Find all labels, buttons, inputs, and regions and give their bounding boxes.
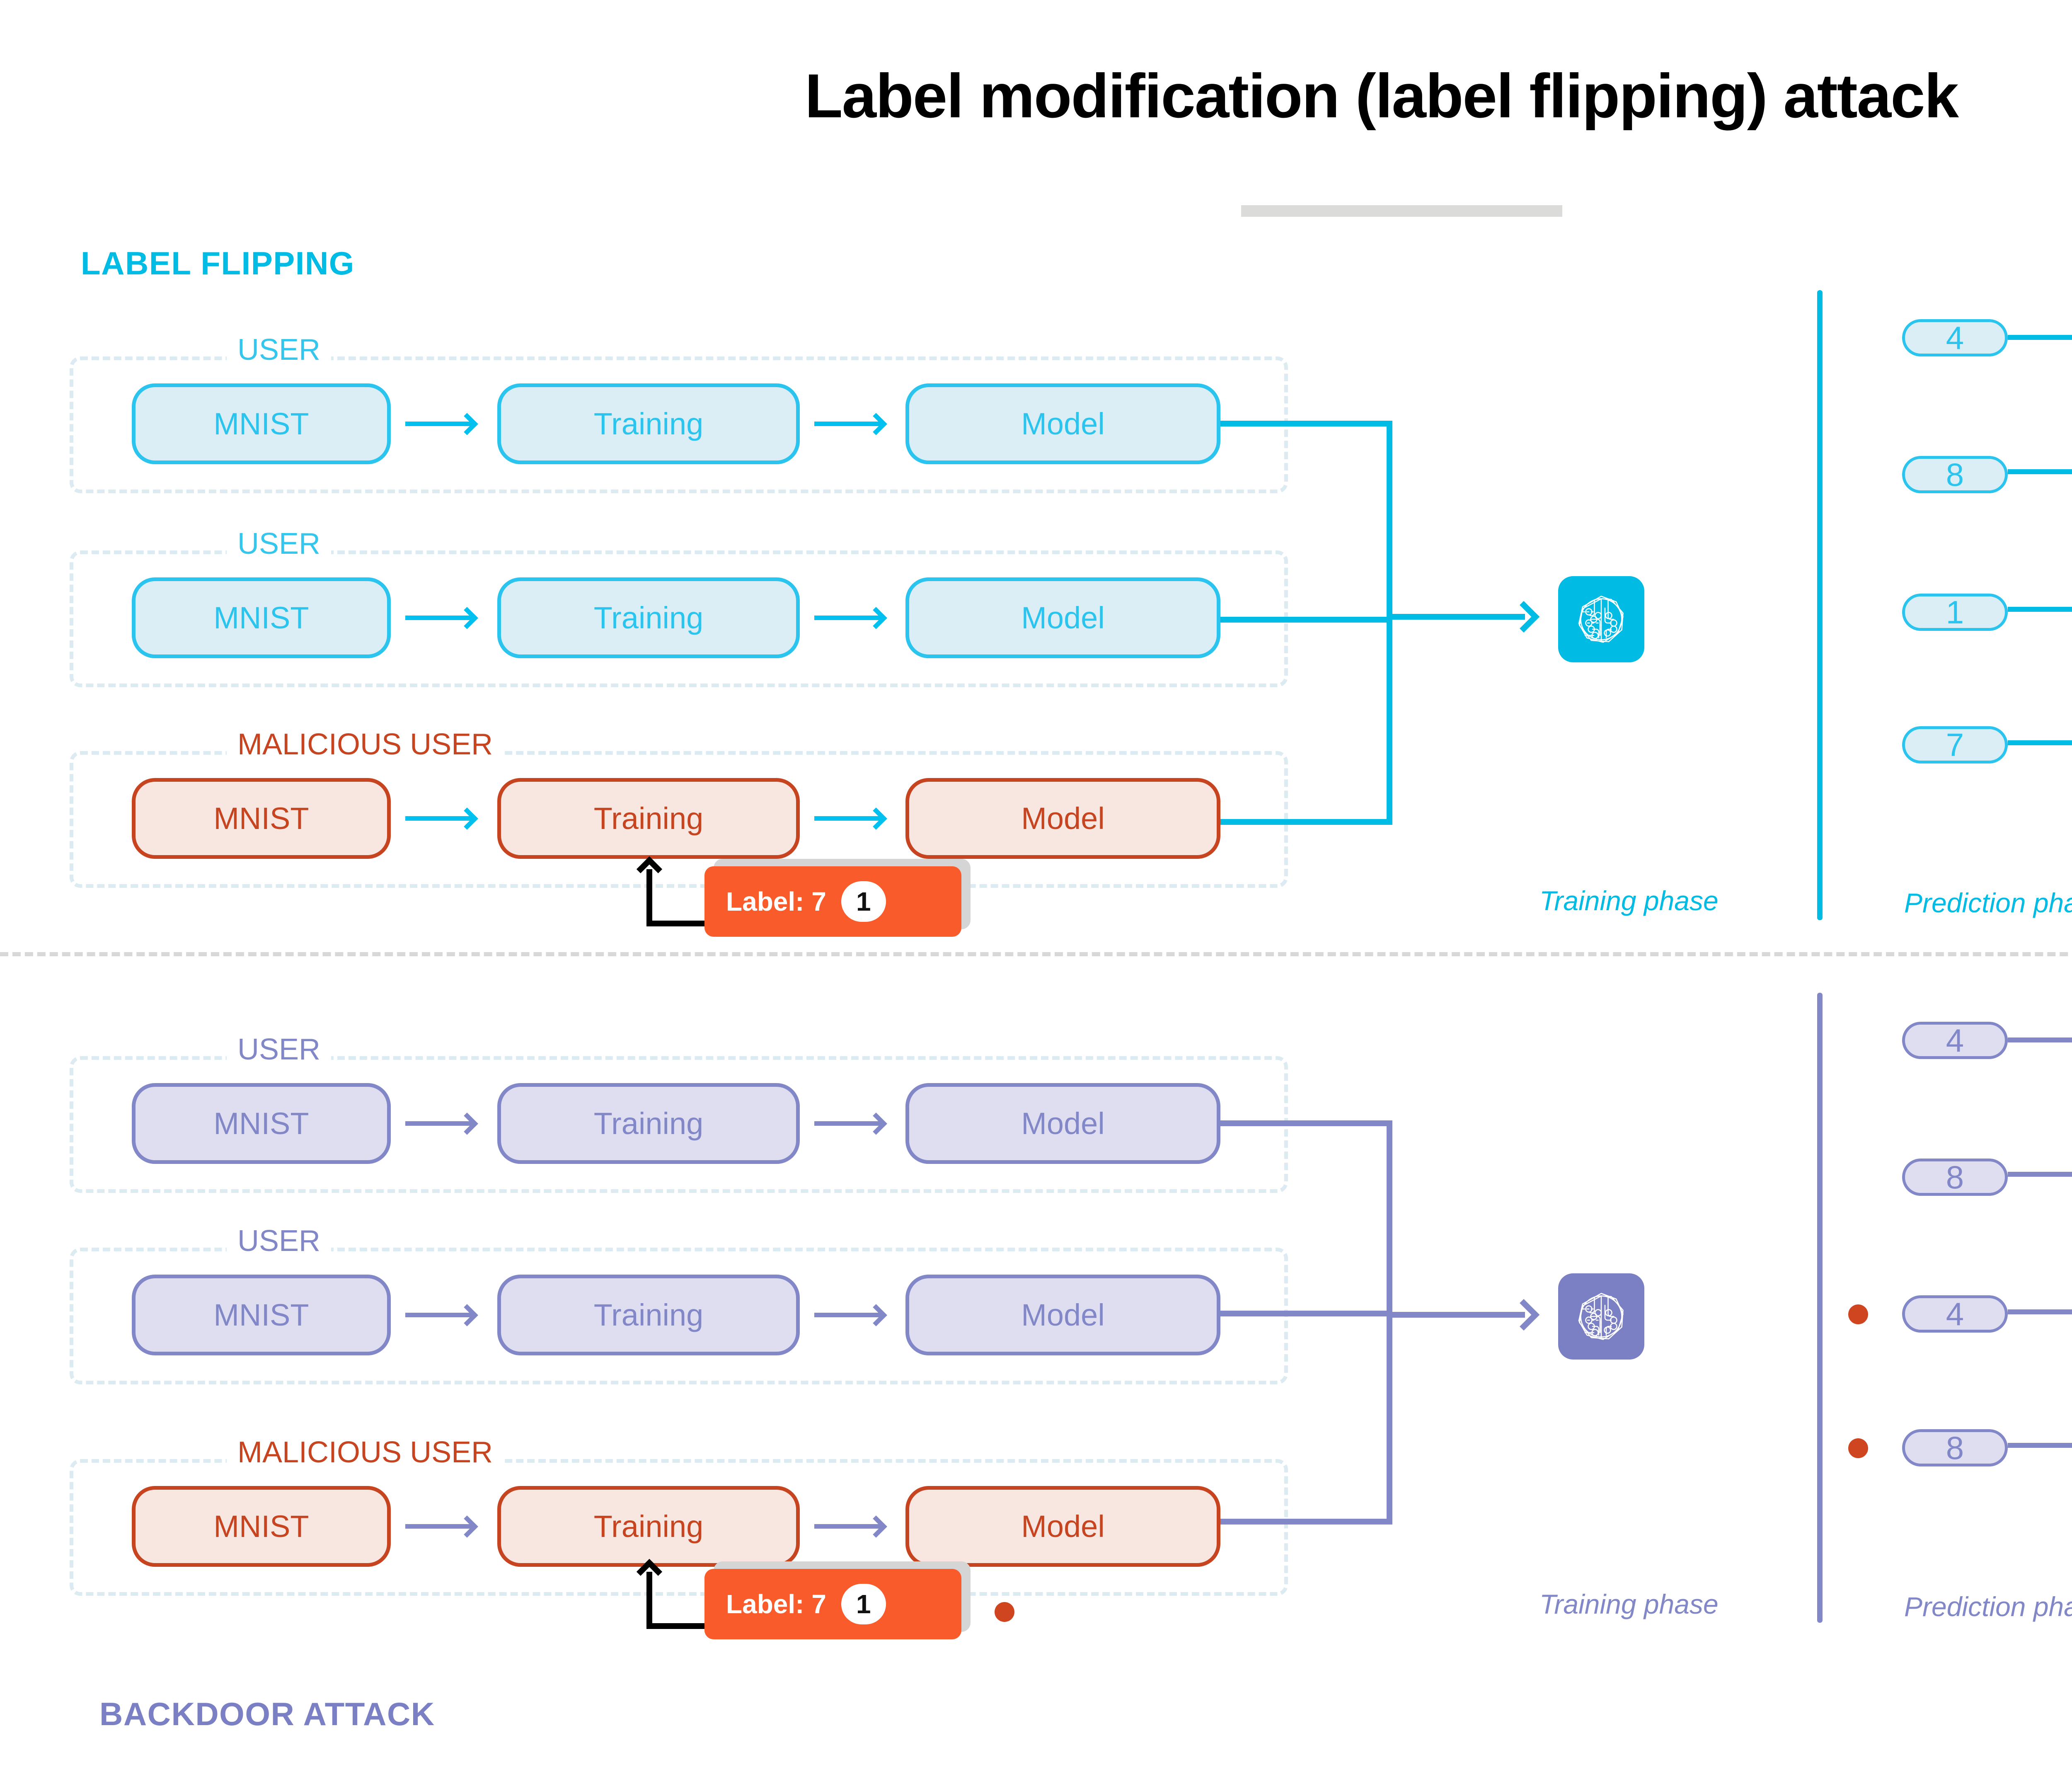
arrow-right-icon — [814, 1302, 893, 1328]
badge-label-text: Label: 7 — [726, 887, 826, 916]
pipeline-step-mnist[interactable]: MNIST — [132, 1486, 391, 1567]
arrow-right-icon — [814, 1513, 893, 1539]
pipeline-step-training[interactable]: Training — [497, 1083, 800, 1164]
training-phase-caption: Training phase — [1539, 885, 1719, 916]
pipeline-step-mnist[interactable]: MNIST — [132, 778, 391, 859]
backdoor-trigger-dot — [995, 1602, 1014, 1622]
pipeline-step-model[interactable]: Model — [905, 1083, 1220, 1164]
arrow-to-model-icon — [1388, 1299, 1546, 1331]
pipeline-step-model[interactable]: Model — [905, 577, 1220, 658]
malicious-user-group-box: MALICIOUS USER — [70, 1437, 1288, 1596]
user-group-box: USER — [70, 1225, 1288, 1384]
arrow-right-icon — [405, 1110, 484, 1137]
input-digit-pill[interactable]: 4 — [1902, 1022, 2008, 1059]
pipeline-step-model[interactable]: Model — [905, 1275, 1220, 1355]
input-digit-pill[interactable]: 4 — [1902, 1295, 2008, 1333]
pipeline-step-training[interactable]: Training — [497, 577, 800, 658]
input-digit-pill[interactable]: 8 — [1902, 456, 2008, 493]
backdoor-trigger-dot — [1848, 1304, 1868, 1324]
input-aggregation-bracket — [2008, 335, 2072, 745]
arrow-right-icon — [814, 1110, 893, 1137]
ai-brain-icon — [1558, 576, 1644, 662]
label-injection-arrow-icon — [636, 1559, 725, 1629]
arrow-right-icon — [405, 410, 484, 437]
malicious-user-group-box: MALICIOUS USER — [70, 729, 1288, 888]
arrow-right-icon — [405, 1302, 484, 1328]
group-label: MALICIOUS USER — [227, 1437, 504, 1469]
input-aggregation-bracket — [2008, 1037, 2072, 1448]
badge-count-chip: 1 — [841, 881, 886, 922]
title-underline-rule — [1241, 205, 1562, 217]
label-injection-arrow-icon — [636, 856, 725, 926]
input-digit-pill[interactable]: 8 — [1902, 1429, 2008, 1466]
pipeline-step-model[interactable]: Model — [905, 383, 1220, 464]
badge-label-text: Label: 7 — [726, 1589, 826, 1619]
phase-divider — [1817, 993, 1823, 1623]
ai-brain-icon — [1558, 1273, 1644, 1360]
pipeline-step-mnist[interactable]: MNIST — [132, 1275, 391, 1355]
arrow-right-icon — [405, 1513, 484, 1539]
badge-count-chip: 1 — [841, 1584, 886, 1624]
page-title: Label modification (label flipping) atta… — [805, 61, 1959, 131]
input-digit-pill[interactable]: 4 — [1902, 319, 2008, 356]
model-aggregation-bracket — [1220, 1120, 1411, 1525]
phase-divider — [1817, 290, 1823, 920]
arrow-right-icon — [814, 805, 893, 831]
pipeline-step-mnist[interactable]: MNIST — [132, 383, 391, 464]
pipeline-step-training[interactable]: Training — [497, 1486, 800, 1567]
training-phase-caption: Training phase — [1539, 1589, 1719, 1619]
arrow-right-icon — [814, 604, 893, 631]
pipeline-step-mnist[interactable]: MNIST — [132, 577, 391, 658]
user-group-box: USER — [70, 528, 1288, 687]
user-group-box: USER — [70, 334, 1288, 493]
section-kicker-backdoor-attack: BACKDOOR ATTACK — [99, 1696, 435, 1732]
section-kicker-label-flipping: LABEL FLIPPING — [81, 245, 355, 281]
pipeline-step-mnist[interactable]: MNIST — [132, 1083, 391, 1164]
arrow-right-icon — [405, 805, 484, 831]
pipeline-step-model[interactable]: Model — [905, 1486, 1220, 1567]
arrow-right-icon — [405, 604, 484, 631]
input-digit-pill[interactable]: 7 — [1902, 726, 2008, 764]
backdoor-trigger-dot — [1848, 1438, 1868, 1458]
input-digit-pill[interactable]: 1 — [1902, 594, 2008, 631]
prediction-phase-caption: Prediction phase — [1904, 1591, 2072, 1622]
group-label: USER — [227, 1034, 332, 1066]
arrow-to-model-icon — [1388, 601, 1546, 633]
prediction-phase-caption: Prediction phase — [1904, 887, 2072, 918]
group-label: USER — [227, 334, 332, 366]
pipeline-step-training[interactable]: Training — [497, 1275, 800, 1355]
group-label: MALICIOUS USER — [227, 729, 504, 761]
input-digit-pill[interactable]: 8 — [1902, 1159, 2008, 1196]
group-label: USER — [227, 528, 332, 560]
pipeline-step-training[interactable]: Training — [497, 383, 800, 464]
section-divider — [0, 952, 2072, 956]
model-aggregation-bracket — [1220, 421, 1411, 825]
pipeline-step-model[interactable]: Model — [905, 778, 1220, 859]
pipeline-step-training[interactable]: Training — [497, 778, 800, 859]
arrow-right-icon — [814, 410, 893, 437]
group-label: USER — [227, 1225, 332, 1257]
